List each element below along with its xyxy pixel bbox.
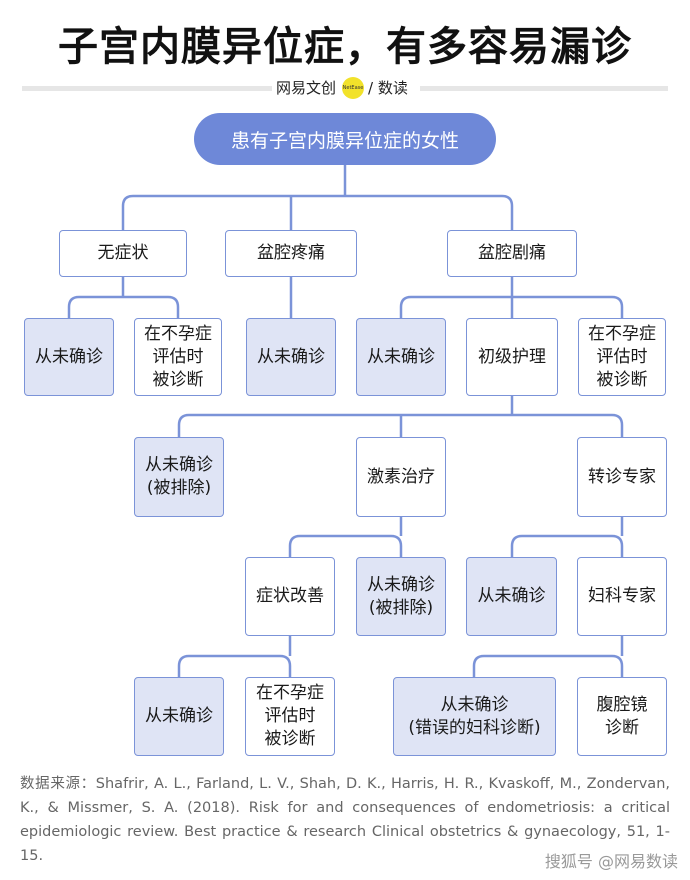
- netease-logo-icon: NetEase: [342, 77, 364, 99]
- node-severe-pain: 盆腔剧痛: [447, 230, 577, 277]
- brand-column: / 数读: [368, 79, 408, 97]
- watermark: 搜狐号 @网易数读: [544, 852, 678, 871]
- root-node: 患有子宫内膜异位症的女性: [194, 113, 496, 165]
- node-never-diagnosed-misdiagnosis: 从未确诊 (错误的妇科诊断): [393, 677, 556, 756]
- node-never-diagnosed: 从未确诊: [246, 318, 336, 396]
- node-never-diagnosed: 从未确诊: [466, 557, 557, 636]
- node-infertility-diagnosis: 在不孕症 评估时 被诊断: [245, 677, 335, 756]
- node-never-diagnosed-excluded: 从未确诊 (被排除): [356, 557, 446, 636]
- divider-right: [420, 86, 668, 91]
- node-asymptomatic: 无症状: [59, 230, 187, 277]
- brand-name: 网易文创: [276, 79, 337, 97]
- node-never-diagnosed-excluded: 从未确诊 (被排除): [134, 437, 224, 517]
- node-infertility-diagnosis: 在不孕症 评估时 被诊断: [578, 318, 666, 396]
- node-specialist-referral: 转诊专家: [577, 437, 667, 517]
- node-gynecologist: 妇科专家: [577, 557, 667, 636]
- node-laparoscopy-diagnosis: 腹腔镜 诊断: [577, 677, 667, 756]
- node-infertility-diagnosis: 在不孕症 评估时 被诊断: [134, 318, 222, 396]
- node-hormone-therapy: 激素治疗: [356, 437, 446, 517]
- node-primary-care: 初级护理: [466, 318, 558, 396]
- node-never-diagnosed: 从未确诊: [356, 318, 446, 396]
- page-title: 子宫内膜异位症，有多容易漏诊: [58, 24, 632, 70]
- divider-left: [22, 86, 272, 91]
- source-citation: 数据来源：Shafrir, A. L., Farland, L. V., Sha…: [20, 776, 670, 864]
- node-symptom-improvement: 症状改善: [245, 557, 335, 636]
- node-never-diagnosed: 从未确诊: [24, 318, 114, 396]
- brand-logo: 网易文创 NetEase / 数读: [276, 76, 416, 100]
- node-pelvic-pain: 盆腔疼痛: [225, 230, 357, 277]
- node-never-diagnosed: 从未确诊: [134, 677, 224, 756]
